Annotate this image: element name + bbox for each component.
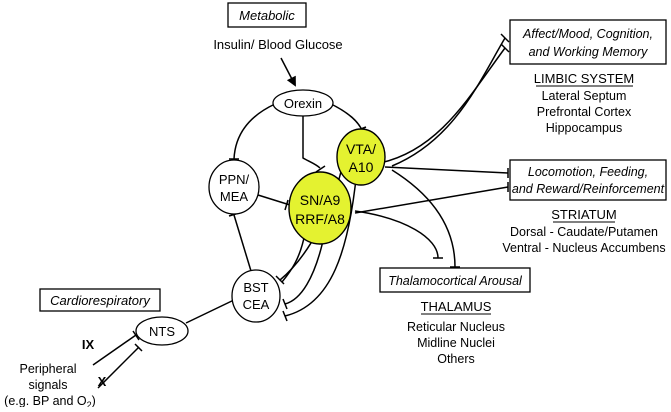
limbic-item: Lateral Septum (542, 89, 627, 103)
limbic-item: Hippocampus (546, 121, 622, 135)
cardiorespiratory-box-label: Cardiorespiratory (50, 293, 151, 308)
nts-terminal-ix (132, 330, 140, 341)
affect-box-line-1: Affect/Mood, Cognition, (522, 27, 653, 41)
ppn-mea-node: PPN/ MEA (208, 159, 260, 215)
sn-a9-line-2: RRF/A8 (295, 211, 345, 227)
sn-to-nts-curve (284, 231, 326, 305)
insulin-to-orexin-arrow (280, 57, 296, 87)
striatum-item: Dorsal - Caudate/Putamen (510, 225, 658, 239)
bst-cea-line-2: CEA (243, 297, 270, 312)
striatum-title: STRIATUM (551, 207, 616, 222)
peripheral-line-1: Peripheral (20, 362, 77, 376)
ix-nerve-label: IX (82, 337, 95, 352)
thalamus-caption: THALAMUS Reticular Nucleus Midline Nucle… (407, 299, 505, 366)
bst-cea-line-1: BST (243, 280, 268, 295)
bst-cea-node: BST CEA (231, 269, 281, 323)
nts-node: NTS (135, 316, 189, 346)
sn-terminal-from-orexin (315, 165, 326, 173)
vta-a10-line-1: VTA/ (346, 141, 376, 157)
affect-box: Affect/Mood, Cognition, and Working Memo… (509, 19, 667, 65)
bst-terminal-from-vta-2 (282, 310, 288, 322)
thalamocortical-box-label: Thalamocortical Arousal (388, 274, 523, 288)
ix-nerve-line (92, 334, 137, 366)
sn-a9-line-1: SN/A9 (300, 192, 341, 208)
bst-terminal-from-sn (282, 298, 288, 310)
thalamus-item: Others (437, 352, 475, 366)
sn-to-affect-line (391, 37, 506, 167)
vta-to-thalamus-line (391, 169, 456, 268)
vta-to-loco-line (384, 166, 509, 174)
cardiorespiratory-box: Cardiorespiratory (39, 288, 161, 312)
affect-box-line-2: and Working Memory (529, 45, 649, 59)
locomotion-box-line-1: Locomotion, Feeding, (528, 165, 648, 179)
insulin-label: Insulin/ Blood Glucose (213, 37, 342, 52)
bst-terminal-from-vta (275, 275, 285, 285)
nts-terminal-x (134, 343, 143, 352)
locomotion-box: Locomotion, Feeding, and Reward/Reinforc… (509, 159, 667, 201)
peripheral-line-2: signals (29, 378, 68, 392)
connections (92, 33, 510, 389)
ppn-bst-line (233, 214, 252, 272)
limbic-title: LIMBIC SYSTEM (534, 71, 634, 86)
x-nerve-label: X (98, 374, 107, 389)
orexin-to-ppn-line (233, 103, 276, 160)
orexin-node-label: Orexin (284, 96, 322, 111)
striatum-item: Ventral - Nucleus Accumbens (502, 241, 665, 255)
thalamus-item: Reticular Nucleus (407, 320, 505, 334)
metabolic-box: Metabolic (227, 2, 307, 28)
sn-terminal-from-ppn (284, 199, 289, 211)
orexin-to-vta-line (328, 102, 363, 131)
sn-a9-node: SN/A9 RRF/A8 (288, 171, 352, 245)
ppn-to-sn-line (257, 194, 291, 206)
metabolic-box-label: Metabolic (239, 8, 295, 23)
x-nerve-line (97, 346, 140, 389)
thalamocortical-box: Thalamocortical Arousal (379, 267, 531, 293)
sn-to-thalamus-line (354, 210, 439, 259)
vta-a10-line-2: A10 (349, 159, 374, 175)
orexin-node: Orexin (272, 89, 334, 117)
vta-to-nts-curve (284, 157, 359, 317)
vta-to-affect-line (379, 47, 506, 164)
peripheral-line-3: (e.g. BP and O2) (4, 394, 96, 407)
ppn-mea-line-1: PPN/ (219, 172, 250, 187)
affect-terminal-2 (500, 33, 510, 43)
thalamus-title: THALAMUS (421, 299, 492, 314)
vta-a10-node: VTA/ A10 (336, 128, 386, 186)
bst-to-nts-line (185, 298, 237, 324)
limbic-item: Prefrontal Cortex (537, 105, 632, 119)
ppn-mea-line-2: MEA (220, 189, 249, 204)
limbic-system-caption: LIMBIC SYSTEM Lateral Septum Prefrontal … (534, 71, 634, 135)
orexin-to-sn-line (302, 113, 321, 169)
nts-node-label: NTS (149, 324, 175, 339)
thalamus-item: Midline Nuclei (417, 336, 495, 350)
striatum-caption: STRIATUM Dorsal - Caudate/Putamen Ventra… (502, 207, 665, 255)
sn-to-loco-line (354, 186, 509, 214)
affect-terminal-1 (500, 43, 510, 53)
peripheral-signals-label: Peripheral signals (e.g. BP and O2) (4, 362, 96, 410)
locomotion-box-line-2: and Reward/Reinforcement (512, 182, 665, 196)
